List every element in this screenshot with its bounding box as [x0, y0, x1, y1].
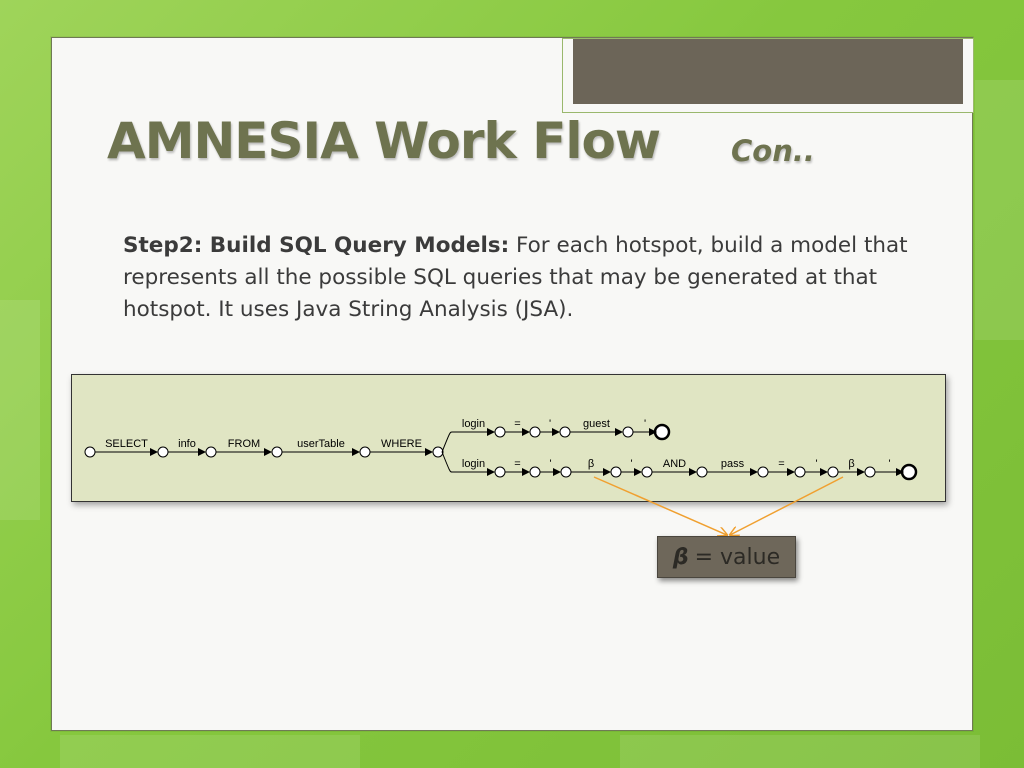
- bottom-branch-transition-label: =: [778, 458, 784, 470]
- bottom-branch-transition-label: β: [588, 458, 594, 470]
- final-state-node: [900, 463, 918, 481]
- main-transition-label: userTable: [297, 438, 345, 450]
- header-tab-fill: [573, 39, 963, 104]
- state-node: [432, 446, 444, 458]
- query-model-diagram: [71, 374, 946, 502]
- branch-top-curve: [441, 431, 453, 453]
- bottom-branch-transition-label: ': [815, 458, 817, 470]
- callout-arrow-left: [593, 476, 727, 535]
- state-node: [494, 426, 506, 438]
- bottom-branch-transition-label: =: [514, 458, 520, 470]
- step-heading: Step2: Build SQL Query Models:: [123, 233, 510, 258]
- state-node: [696, 466, 708, 478]
- top-branch-transition-label: ': [644, 418, 646, 430]
- callout-arrow-right: [730, 476, 844, 535]
- main-transition-label: SELECT: [105, 438, 148, 450]
- beta-symbol: β: [672, 544, 689, 570]
- state-node: [622, 426, 634, 438]
- bottom-branch-transition-label: ': [888, 458, 890, 470]
- bottom-branch-transition-label: ': [630, 458, 632, 470]
- state-node: [827, 466, 839, 478]
- top-branch-transition-label: ': [549, 418, 551, 430]
- state-node: [794, 466, 806, 478]
- top-branch-transition-label: guest: [583, 418, 610, 430]
- top-branch-transition-label: =: [514, 418, 520, 430]
- state-node: [157, 446, 169, 458]
- bottom-branch-transition-label: ': [549, 458, 551, 470]
- beta-callout: β = value: [657, 536, 796, 578]
- state-node: [610, 466, 622, 478]
- state-node: [641, 466, 653, 478]
- step-description: Step2: Build SQL Query Models: For each …: [123, 230, 923, 326]
- step-text: For each hotspot, build a model that rep…: [123, 233, 908, 322]
- slide-title: AMNESIA Work Flow: [107, 112, 661, 170]
- slide-header-tab: [562, 38, 974, 113]
- bottom-branch-transition-label: AND: [663, 458, 686, 470]
- main-transition-label: FROM: [228, 438, 260, 450]
- state-node: [560, 466, 572, 478]
- final-state-node: [653, 423, 671, 441]
- beta-value-label: = value: [694, 544, 781, 570]
- background-tile: [975, 80, 1024, 340]
- bottom-branch-transition-label: pass: [721, 458, 745, 470]
- bottom-branch-transition-label: login: [462, 458, 485, 470]
- background-tile: [0, 300, 40, 520]
- state-node: [559, 426, 571, 438]
- top-branch-transition-label: login: [462, 418, 485, 430]
- state-node: [359, 446, 371, 458]
- state-node: [271, 446, 283, 458]
- state-node: [205, 446, 217, 458]
- bottom-branch-transition-label: β: [848, 458, 854, 470]
- main-transition-label: info: [178, 438, 196, 450]
- main-transition-label: WHERE: [381, 438, 422, 450]
- state-node: [864, 466, 876, 478]
- branch-bottom-curve: [441, 451, 453, 473]
- slide-subtitle: Con..: [731, 134, 815, 168]
- state-node: [529, 426, 541, 438]
- state-node: [494, 466, 506, 478]
- background-tile: [60, 735, 360, 768]
- state-node: [757, 466, 769, 478]
- background-tile: [620, 735, 980, 768]
- state-node: [84, 446, 96, 458]
- state-node: [529, 466, 541, 478]
